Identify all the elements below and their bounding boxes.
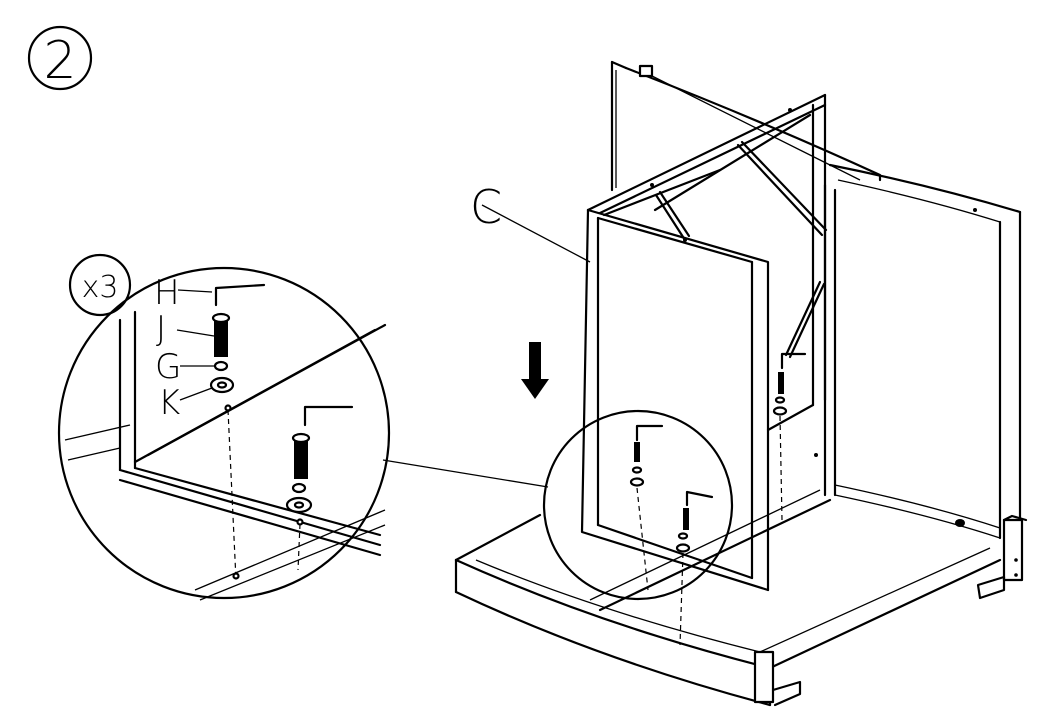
- label-bolt: J: [156, 309, 166, 349]
- step-number: 2: [43, 31, 76, 91]
- quantity-badge: x3: [68, 253, 132, 317]
- base-frame: [454, 489, 1028, 707]
- arrow-down-icon: [521, 342, 549, 399]
- corner-post-back: [1002, 518, 1024, 582]
- leader-hex-key: [177, 289, 213, 293]
- corner-post-front: [753, 650, 775, 704]
- leader-flat-washer: [179, 387, 213, 401]
- lock-washer-icon: [213, 360, 229, 372]
- detail-magnifier: [57, 266, 391, 601]
- detail-circle: [57, 266, 391, 600]
- leader-bolt: [176, 329, 215, 337]
- quantity-text: x3: [82, 270, 119, 305]
- bolt-icon: [214, 317, 228, 357]
- step-badge: 2: [27, 25, 93, 91]
- label-flat-washer: K: [158, 383, 180, 423]
- part-labels: H J G K: [154, 273, 215, 423]
- back-panel: [610, 60, 882, 192]
- label-lock-washer: G: [155, 347, 181, 387]
- step-circle: [27, 25, 93, 91]
- panel-bracket: [638, 64, 654, 78]
- detail-connector: [382, 459, 549, 488]
- leader-frame-c: [481, 204, 591, 263]
- right-side-panel: [814, 163, 1022, 542]
- detail-target-circle: [542, 409, 734, 601]
- main-hardware: [629, 352, 807, 646]
- label-hex-key: H: [154, 273, 180, 313]
- panel-knob: [955, 519, 965, 527]
- hex-key-icon: [214, 283, 266, 307]
- frame-c: [580, 93, 828, 592]
